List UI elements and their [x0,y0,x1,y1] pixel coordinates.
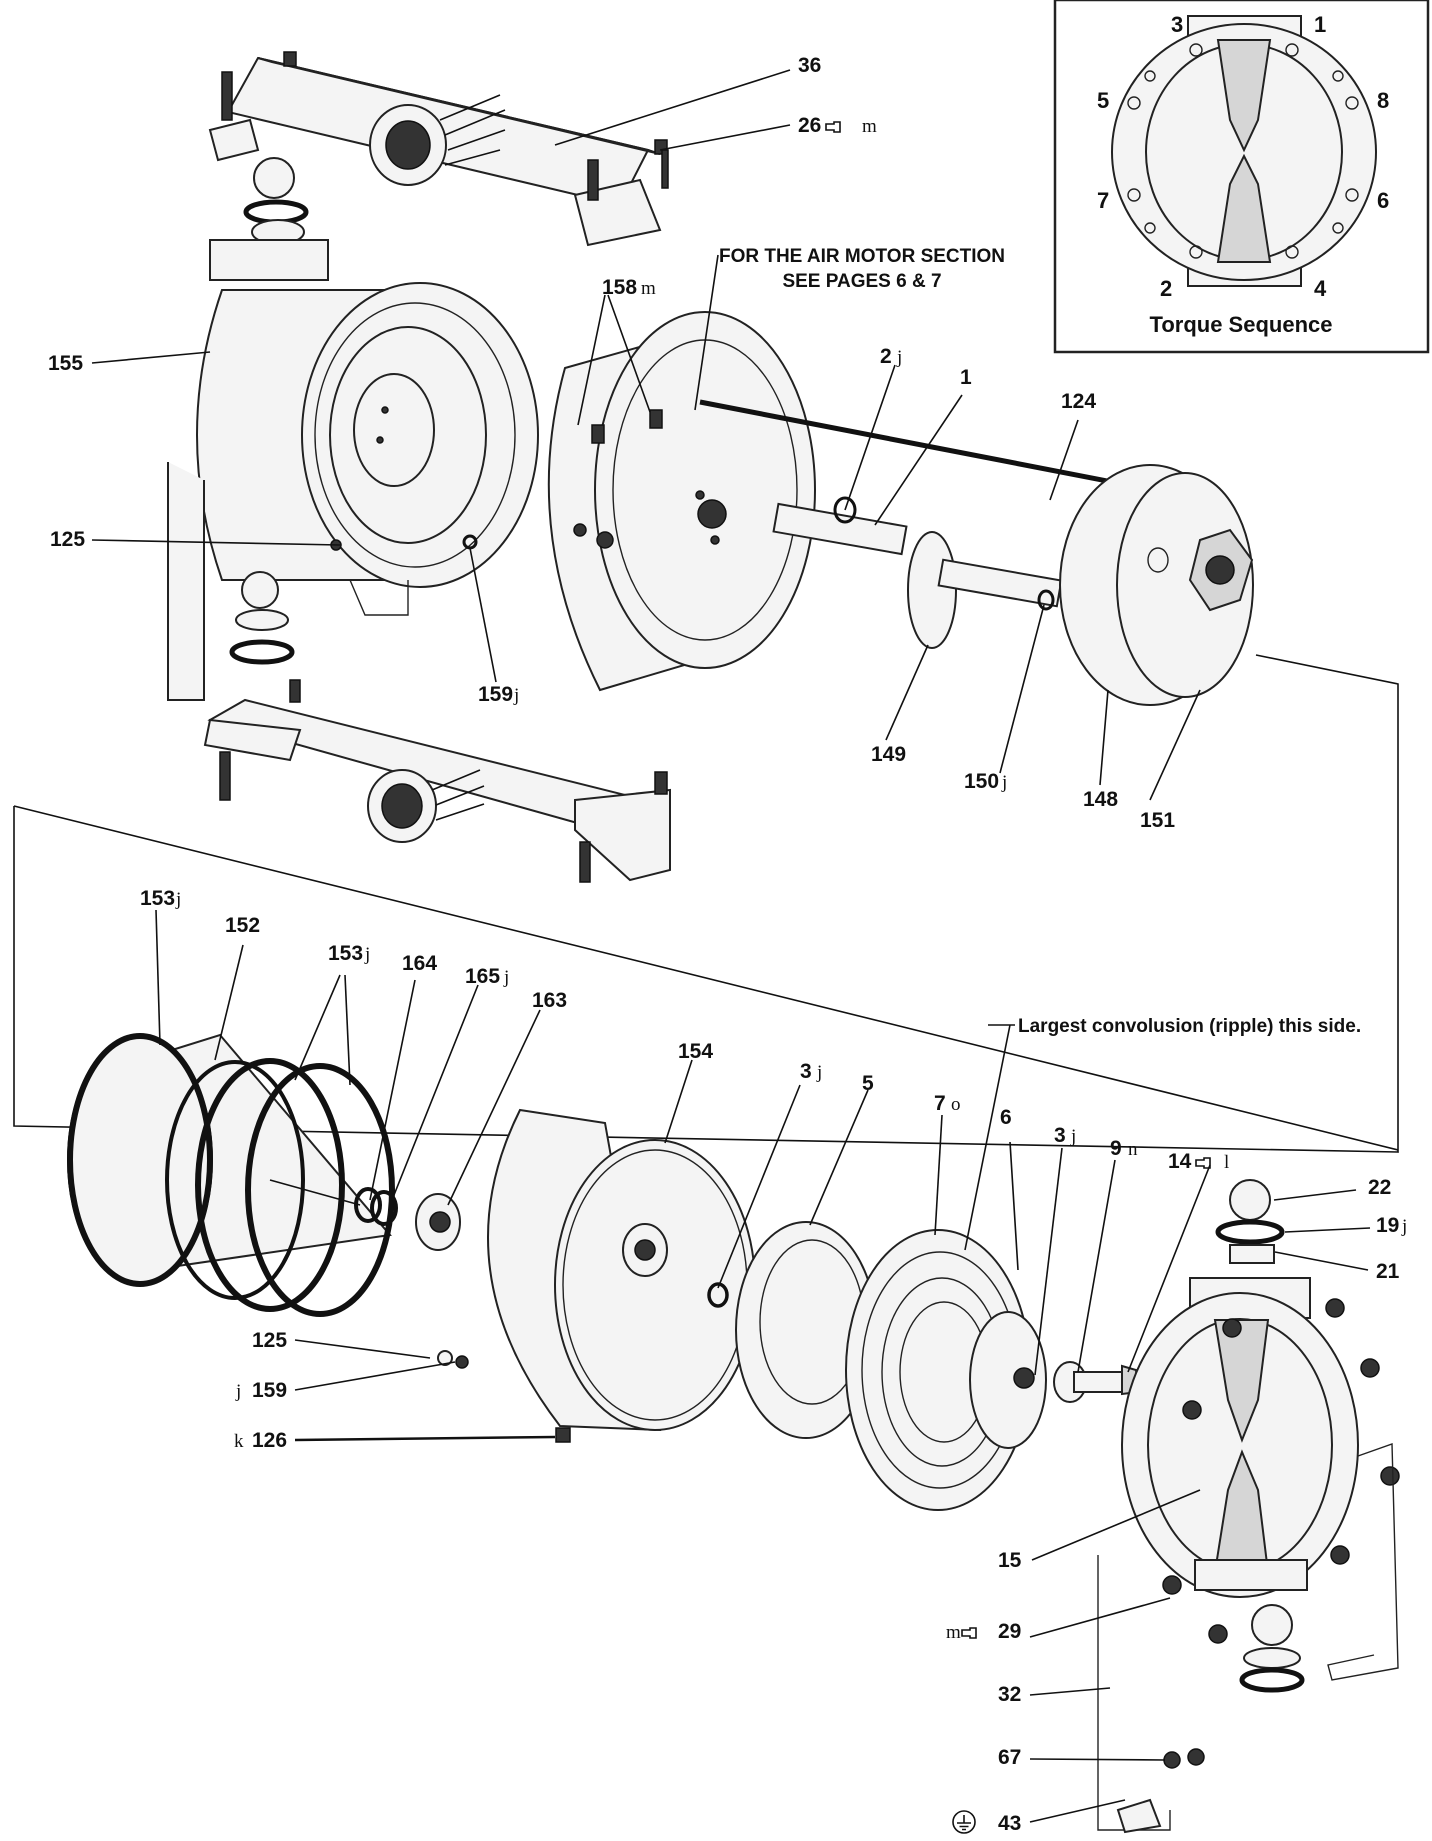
part-labels: 36 26 m 158 m 155 2 j 1 124 125 159 j 14… [48,54,1407,1835]
label-14-superscript: l [1224,1152,1229,1173]
label-36: 36 [798,54,821,77]
label-125-lower: 125 [252,1329,287,1352]
label-43: 43 [998,1812,1021,1835]
hand-pointer-icon [1195,1157,1211,1169]
convolution-note: Largest convolusion (ripple) this side. [1018,1016,1361,1037]
label-29: 29 [998,1620,1021,1643]
center-cylinder-drawing [437,1108,756,1443]
air-motor-housing-drawing [547,311,816,692]
label-153-left: 153 [140,887,175,910]
lower-manifold-drawing [203,571,671,883]
label-163: 163 [532,989,567,1012]
torque-number-6: 6 [1377,188,1389,213]
label-150-superscript: j [1001,772,1007,793]
label-153-left-superscript: j [175,889,181,910]
label-158-superscript: m [641,278,656,299]
label-7-superscript: o [951,1094,961,1115]
label-153-middle-superscript: j [364,944,370,965]
label-152: 152 [225,914,260,937]
sleeve-and-rings-drawing [67,1033,461,1317]
label-2: 2 [880,345,892,368]
label-165: 165 [465,965,500,988]
label-6: 6 [1000,1106,1012,1129]
label-158: 158 [602,276,637,299]
label-9-superscript: n [1128,1139,1138,1160]
label-2-superscript: j [896,347,902,368]
torque-number-1: 1 [1314,12,1326,37]
hand-pointer-icon [961,1627,977,1639]
label-3-right-superscript: j [1070,1126,1076,1147]
label-3-right: 3 [1054,1124,1066,1147]
label-159-upper-superscript: j [513,685,519,706]
leader-lines [91,69,1371,1823]
label-7: 7 [934,1092,946,1115]
label-148: 148 [1083,788,1118,811]
label-159-lower-superscript: j [235,1381,241,1402]
label-5: 5 [862,1072,874,1095]
ground-symbol-icon [952,1810,976,1834]
label-26-superscript: m [862,116,877,137]
label-14: 14 [1168,1150,1192,1173]
torque-number-5: 5 [1097,88,1109,113]
label-165-superscript: j [503,967,509,988]
label-149: 149 [871,743,906,766]
label-3-left: 3 [800,1060,812,1083]
hand-pointer-icon [825,121,841,133]
right-fluid-cap-drawing [1097,1179,1400,1834]
label-32: 32 [998,1683,1021,1706]
label-3-left-superscript: j [816,1062,822,1083]
torque-number-2: 2 [1160,276,1172,301]
label-9: 9 [1110,1137,1122,1160]
air-motor-note-line-1: FOR THE AIR MOTOR SECTION [719,246,1005,267]
label-126-superscript: k [234,1431,244,1452]
label-29-superscript: m [946,1622,961,1643]
assembly-diagonal-line [13,805,1399,1151]
label-15: 15 [998,1549,1022,1572]
left-fluid-cap-drawing [167,239,539,701]
label-19-superscript: j [1401,1216,1407,1237]
label-150: 150 [964,770,999,793]
label-159-upper: 159 [478,683,513,706]
label-21: 21 [1376,1260,1400,1283]
upper-manifold-drawing [208,51,669,247]
shaft-assembly-drawing [699,399,1254,706]
label-164: 164 [402,952,437,975]
torque-number-8: 8 [1377,88,1389,113]
label-26: 26 [798,114,821,137]
label-124: 124 [1061,390,1096,413]
label-22: 22 [1368,1176,1391,1199]
torque-number-3: 3 [1171,12,1183,37]
label-151: 151 [1140,809,1175,832]
torque-sequence-inset: 3 1 5 8 7 6 2 4 Torque Sequence [1053,0,1430,354]
label-159-lower: 159 [252,1379,287,1402]
label-153-middle: 153 [328,942,363,965]
label-154: 154 [678,1040,713,1063]
assembly-bracket-line [13,654,1399,1153]
label-67: 67 [998,1746,1021,1769]
label-126: 126 [252,1429,287,1452]
air-motor-note-line-2: SEE PAGES 6 & 7 [782,271,941,292]
label-19: 19 [1376,1214,1399,1237]
label-155: 155 [48,352,83,375]
torque-number-7: 7 [1097,188,1109,213]
torque-manifold-drawing [1111,15,1377,287]
torque-number-4: 4 [1314,276,1327,301]
torque-sequence-caption: Torque Sequence [1150,312,1333,337]
label-1: 1 [960,366,972,389]
diaphragm-stack-drawing [735,1221,1140,1511]
label-125-upper: 125 [50,528,85,551]
